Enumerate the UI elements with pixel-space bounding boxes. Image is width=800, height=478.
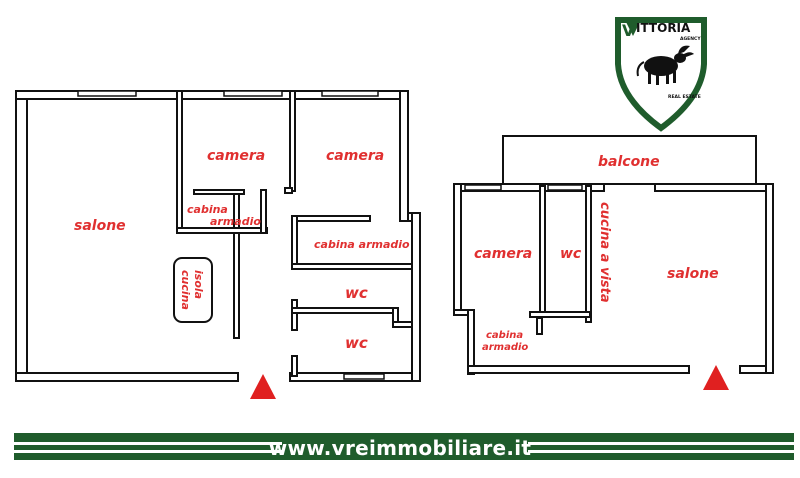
- wall-left-lower: [467, 309, 475, 375]
- wall-camera-divider: [289, 90, 296, 192]
- wall-top-right: [654, 183, 774, 192]
- window: [343, 373, 385, 380]
- wall-wc-divider: [291, 307, 395, 314]
- left-plan-windows: [77, 90, 385, 380]
- left-plan-labels: salone camera camera cabina armadio cabi…: [74, 148, 410, 352]
- balcony: [502, 135, 757, 185]
- wall-cabina1-right: [260, 189, 267, 234]
- wall-camera-wc: [539, 185, 546, 315]
- room-label-armadio: armadio: [482, 342, 528, 353]
- wall-bottom: [467, 365, 690, 374]
- wall-salone-divider: [176, 90, 183, 232]
- room-label-balcone: balcone: [598, 154, 660, 170]
- wall-wc-step: [392, 321, 413, 328]
- logo-brand-initial: V: [622, 21, 635, 40]
- room-label-armadio: armadio: [210, 215, 261, 228]
- logo-subtitle: REAL ESTATE: [668, 94, 701, 100]
- entrance-triangle-icon: [250, 374, 276, 399]
- wall-left-outer: [15, 90, 28, 382]
- wall-corridor: [233, 189, 240, 339]
- window: [223, 90, 283, 97]
- room-label-cabina: cabina: [486, 330, 523, 341]
- room-label-wc: wc: [345, 284, 368, 302]
- room-label-salone: salone: [667, 266, 719, 282]
- wall-cabina1-top: [193, 189, 245, 195]
- wall-wc-bottom-jamb: [291, 355, 298, 377]
- bull-icon: [636, 45, 694, 85]
- room-label-camera: camera: [207, 148, 265, 164]
- wall-camera2-bottom: [294, 215, 371, 222]
- wall-cabina2-bottom: [291, 263, 413, 270]
- left-plan-walls: [15, 90, 421, 382]
- wall-wc-kitchen: [585, 185, 592, 323]
- logo-brand-name: ITTORIA: [636, 21, 691, 35]
- wall-right-outer: [765, 183, 774, 374]
- room-label-wc: wc: [345, 334, 368, 352]
- room-label-camera: camera: [474, 246, 532, 262]
- website-link[interactable]: www.vreimmobiliare.it: [268, 436, 532, 460]
- room-label-salone: salone: [74, 218, 126, 234]
- room-label-isola: isola: [192, 270, 205, 299]
- wall-left-outer: [453, 183, 462, 315]
- window: [464, 184, 502, 191]
- wall-lower-divider: [529, 311, 591, 318]
- room-label-cabina-armadio: cabina armadio: [314, 238, 410, 251]
- room-label-cucina: cucina: [179, 270, 192, 310]
- room-label-cabina: cabina: [187, 203, 228, 216]
- room-label-wc: wc: [560, 246, 582, 262]
- footer-band: [14, 433, 794, 460]
- entrance-triangle-icon: [703, 365, 729, 390]
- wall-wc-left: [291, 299, 298, 331]
- agency-logo: V ITTORIA AGENCY REAL ESTATE: [615, 17, 707, 132]
- wall-bottom-left: [15, 372, 239, 382]
- right-plan-windows: [464, 184, 583, 191]
- window: [547, 184, 583, 191]
- logo-tagline: AGENCY: [680, 36, 701, 42]
- room-label-camera: camera: [326, 148, 384, 164]
- kitchen-island: [173, 257, 213, 323]
- wall-camera1-bottom: [176, 227, 268, 234]
- wall-right-upper: [399, 90, 409, 222]
- wall-stub: [536, 317, 543, 335]
- window: [321, 90, 379, 97]
- wall-cabina2-left: [291, 215, 298, 269]
- right-plan-walls: [453, 135, 774, 375]
- wall-right-lower: [411, 212, 421, 382]
- wall-camera-stub: [284, 187, 293, 194]
- right-plan-labels: balcone camera wc cucina a vista salone …: [474, 154, 719, 353]
- room-label-cucina-a-vista: cucina a vista: [597, 202, 612, 303]
- window: [77, 90, 137, 97]
- footer-text-backdrop: [282, 434, 528, 460]
